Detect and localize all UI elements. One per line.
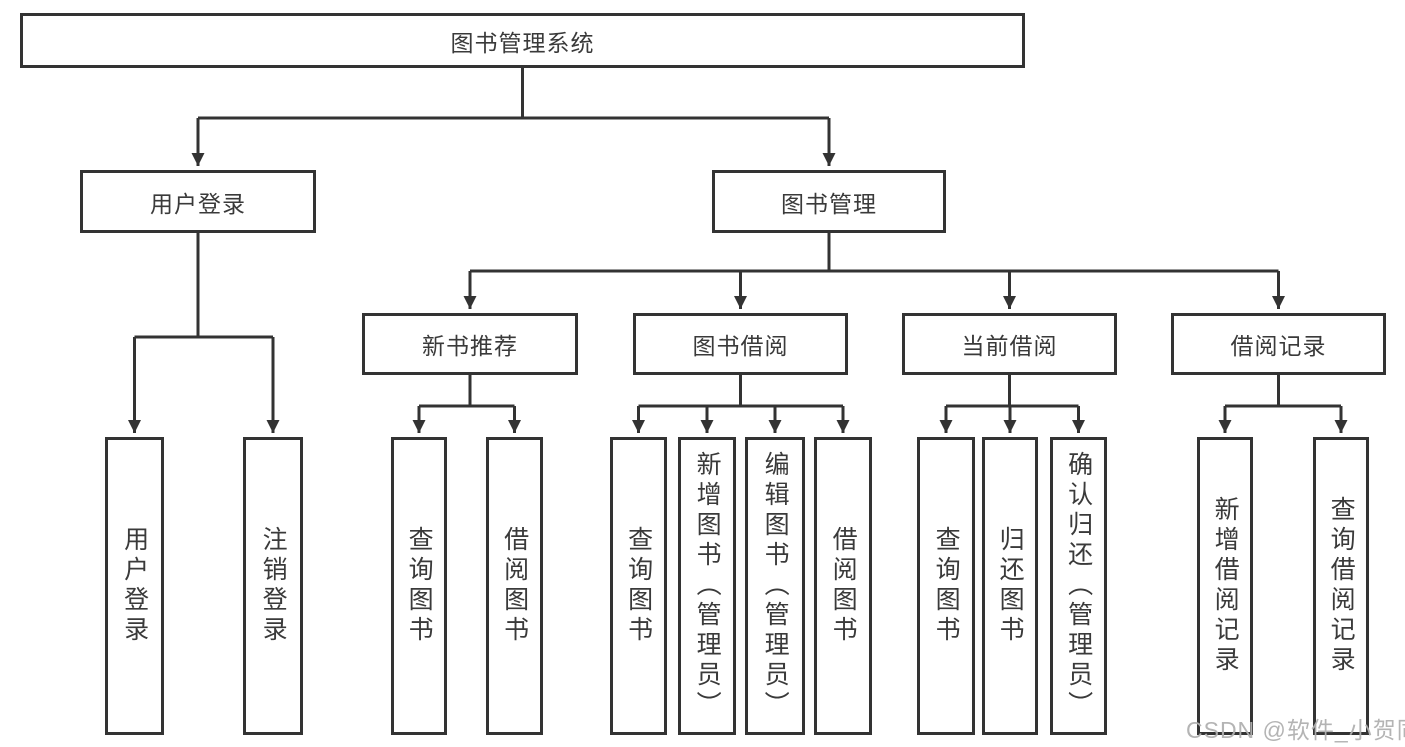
leaf-user-login: 用户登录 — [105, 437, 164, 735]
node-book-borrow: 图书借阅 — [633, 313, 848, 375]
csdn-watermark: CSDN @软件_小贺同学 — [1186, 717, 1405, 743]
node-label: 新增图书（管理员） — [693, 451, 722, 721]
node-label: 新增借阅记录 — [1211, 496, 1240, 676]
leaf-current-return-book: 归还图书 — [982, 437, 1038, 735]
leaf-current-confirm-return-admin: 确认归还（管理员） — [1050, 437, 1107, 735]
node-label: 图书管理系统 — [450, 29, 595, 56]
node-label: 编辑图书（管理员） — [761, 451, 790, 721]
node-label: 图书借阅 — [692, 333, 789, 359]
leaf-records-add-record: 新增借阅记录 — [1197, 437, 1253, 735]
node-label: 借阅图书 — [829, 526, 858, 646]
connector-book-borrow-children — [632, 375, 850, 433]
node-label: 查询图书 — [624, 526, 653, 646]
node-label: 查询图书 — [405, 526, 434, 646]
node-label: 查询图书 — [932, 526, 961, 646]
node-label: 用户登录 — [150, 190, 246, 217]
leaf-borrow-borrow-book: 借阅图书 — [814, 437, 872, 735]
node-label: 查询借阅记录 — [1327, 496, 1356, 676]
node-label: 新书推荐 — [422, 333, 518, 359]
node-root: 图书管理系统 — [20, 13, 1025, 68]
node-book-mgmt: 图书管理 — [712, 170, 946, 233]
leaf-rec-borrow-book: 借阅图书 — [486, 437, 543, 735]
leaf-rec-query-book: 查询图书 — [391, 437, 447, 735]
connector-book-mgmt-children — [463, 233, 1285, 309]
node-new-book-rec: 新书推荐 — [362, 313, 578, 375]
node-label: 确认归还（管理员） — [1064, 451, 1093, 721]
node-label: 借阅记录 — [1230, 333, 1327, 359]
connector-new-book-rec-children — [412, 375, 521, 433]
leaf-records-query-record: 查询借阅记录 — [1313, 437, 1369, 735]
leaf-logout-login: 注销登录 — [243, 437, 303, 735]
leaf-borrow-query-book: 查询图书 — [610, 437, 667, 735]
node-user-login: 用户登录 — [80, 170, 316, 233]
leaf-borrow-add-book-admin: 新增图书（管理员） — [678, 437, 736, 735]
node-label: 图书管理 — [781, 190, 877, 217]
node-label: 借阅图书 — [500, 526, 529, 646]
node-label: 归还图书 — [996, 526, 1025, 646]
connector-user-login-children — [128, 233, 280, 433]
node-label: 当前借阅 — [961, 333, 1058, 359]
leaf-current-query-book: 查询图书 — [917, 437, 975, 735]
node-borrow-records: 借阅记录 — [1171, 313, 1386, 375]
node-label: 用户登录 — [120, 526, 149, 646]
leaf-borrow-edit-book-admin: 编辑图书（管理员） — [745, 437, 805, 735]
connector-root-to-level2 — [191, 68, 836, 166]
node-label: 注销登录 — [259, 526, 288, 646]
node-current-borrow: 当前借阅 — [902, 313, 1117, 375]
connector-current-borrow-children — [939, 375, 1085, 433]
connector-borrow-records-children — [1218, 375, 1348, 433]
